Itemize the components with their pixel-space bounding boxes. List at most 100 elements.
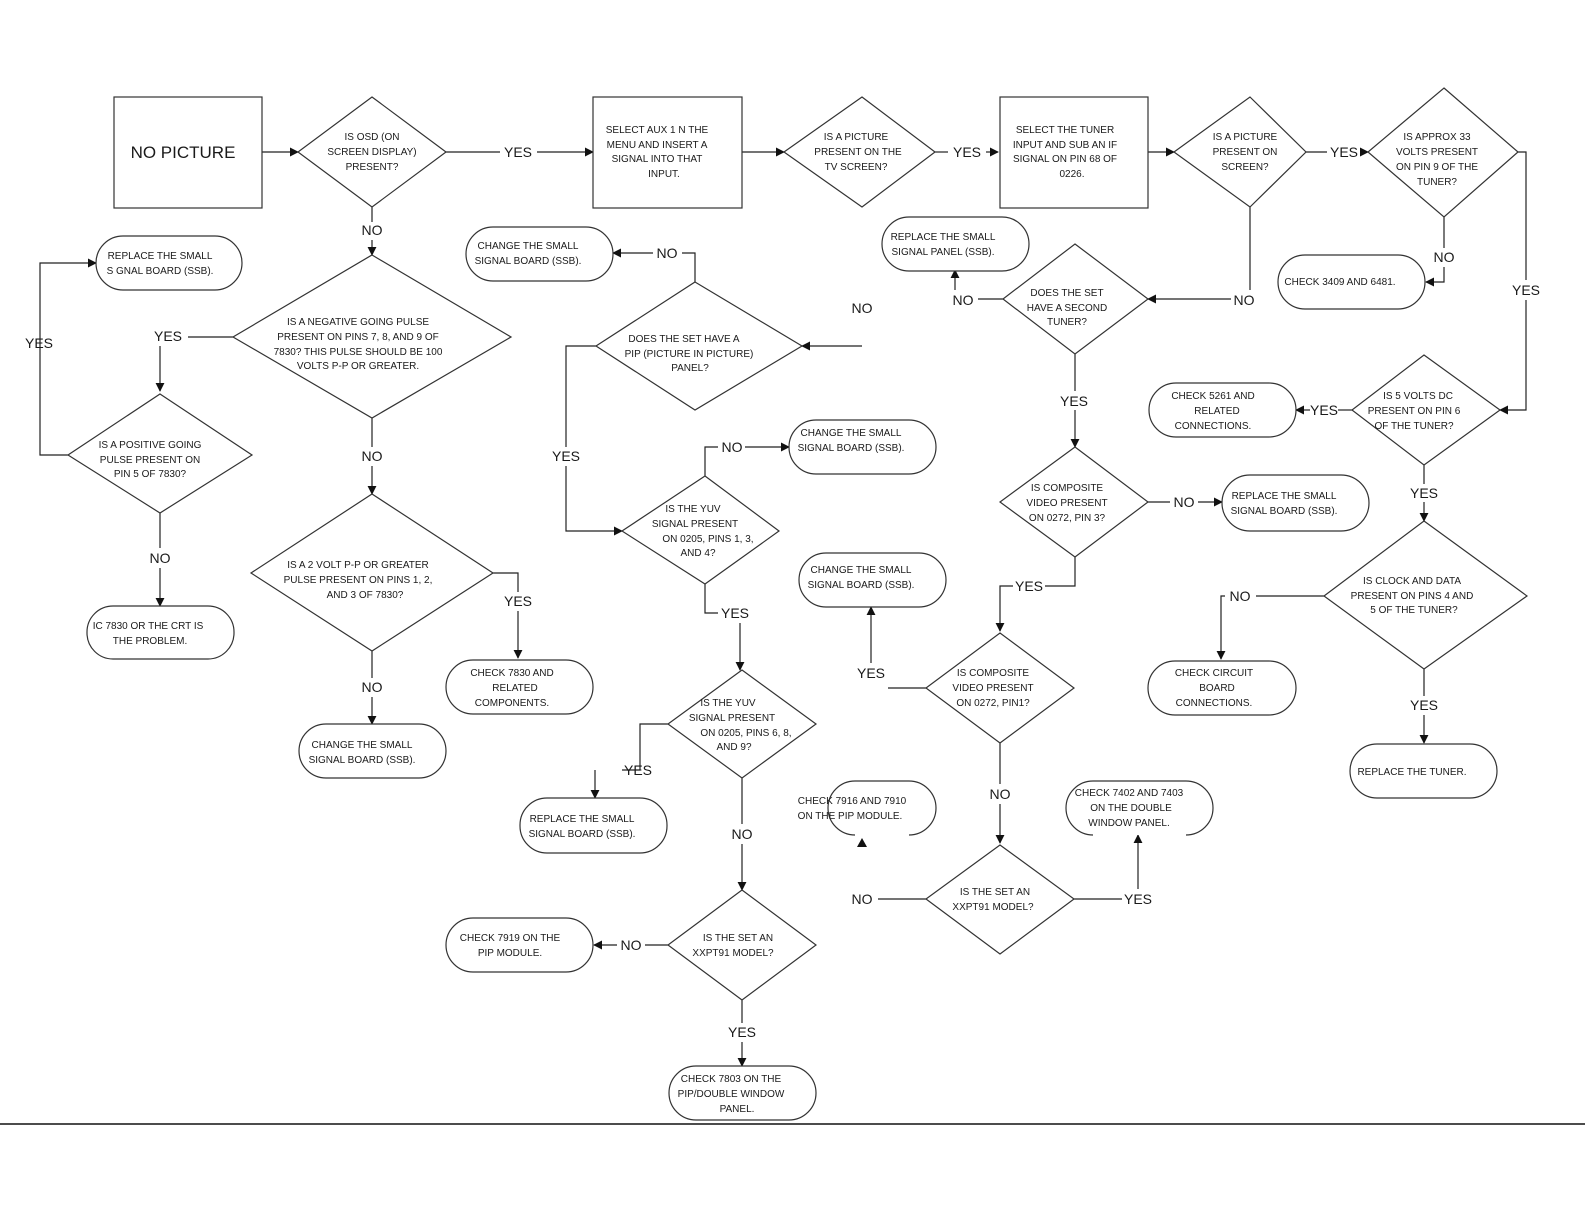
node-text-line: ON 0272, PIN 3? [1029, 513, 1106, 524]
label-xxpt1-no: NO [621, 937, 642, 953]
group: IS A 2 VOLT P-P OR GREATER PULSE PRESENT… [284, 560, 433, 601]
node-text-line: SELECT THE TUNER [1016, 125, 1114, 136]
node-text-line: WINDOW PANEL. [1088, 818, 1169, 829]
decision-diamond [666, 889, 818, 1001]
node-text-line: CONNECTIONS. [1175, 421, 1252, 432]
label-xxpt2-yes: YES [1124, 891, 1152, 907]
node-text-line: PRESENT ON PIN 6 [1368, 406, 1461, 417]
decision-diamond [1322, 520, 1529, 670]
node-text-line: SIGNAL BOARD (SSB). [798, 443, 905, 454]
node-text-line: 0226. [1059, 169, 1084, 180]
decision-yuv-2: IS THE YUV SIGNAL PRESENT ON 0205, PINS … [666, 669, 818, 779]
decision-diamond [782, 96, 936, 208]
group: CHANGE THE SMALL SIGNAL BOARD (SSB). [808, 565, 915, 591]
node-box [519, 797, 668, 854]
node-text-line: IS OSD (ON [344, 132, 399, 143]
node-text-line: REPLACE THE SMALL [108, 251, 213, 262]
label-xxpt1-yes: YES [728, 1024, 756, 1040]
node-text-line: PIN 5 OF 7830? [114, 469, 187, 480]
decision-xxpt91-1: IS THE SET AN XXPT91 MODEL? [666, 889, 818, 1001]
node-text-line: IS THE SET AN [960, 887, 1030, 898]
group: CHECK 7919 ON THE PIP MODULE. [460, 933, 561, 959]
node-text-line: VIDEO PRESENT [1026, 498, 1107, 509]
label-33v-no: NO [1434, 249, 1455, 265]
group: IS THE SET AN XXPT91 MODEL? [692, 933, 774, 959]
node-text-line: OF THE TUNER? [1374, 421, 1454, 432]
group: IS APPROX 33 VOLTS PRESENT ON PIN 9 OF T… [1396, 132, 1478, 188]
label-negpulse-no: NO [362, 448, 383, 464]
decision-diamond [231, 254, 513, 419]
node-text-line: COMPONENTS. [475, 698, 549, 709]
node-box [95, 235, 243, 291]
node-text-line: CHECK 7402 AND 7403 [1075, 788, 1184, 799]
decision-xxpt91-2: IS THE SET AN XXPT91 MODEL? [924, 844, 1076, 955]
node-text-line: PRESENT ON [1213, 147, 1278, 158]
group: SELECT THE TUNER INPUT AND SUB AN IF SIG… [1013, 125, 1117, 180]
group: IS THE YUV SIGNAL PRESENT ON 0205, PINS … [689, 698, 792, 753]
node-text-line: IC 7830 OR THE CRT IS [93, 621, 204, 632]
node-text-line: PANEL. [720, 1104, 755, 1115]
decision-33v: IS APPROX 33 VOLTS PRESENT ON PIN 9 OF T… [1367, 87, 1519, 218]
node-box [592, 96, 743, 209]
terminal-replace-tuner: REPLACE THE TUNER. [1349, 743, 1498, 799]
edge-labels: YES YES YES YES NO NO YES YES NO NO YES … [25, 144, 1540, 1040]
edge-comp3-yes-to-comp1 [995, 585, 1013, 632]
node-text-line: MENU AND INSERT A [607, 140, 708, 151]
label-5v-yes: YES [1410, 485, 1438, 501]
label-pip-no: NO [657, 245, 678, 261]
decision-yuv-1: IS THE YUV SIGNAL PRESENT ON 0205, PINS … [620, 475, 781, 585]
node-box [1349, 743, 1498, 799]
group: IS THE SET AN XXPT91 MODEL? [952, 887, 1034, 913]
decision-clock-data: IS CLOCK AND DATA PRESENT ON PINS 4 AND … [1322, 520, 1529, 670]
node-text-line: SIGNAL INTO THAT [612, 154, 703, 165]
node-text-line: TV SCREEN? [825, 162, 888, 173]
node-text-line: IS THE SET AN [703, 933, 773, 944]
node-text-line: INPUT. [648, 169, 680, 180]
label-yuv1-yes: YES [721, 605, 749, 621]
node-box [881, 216, 1030, 272]
decision-diamond [1367, 87, 1519, 218]
group: CHECK 7803 ON THE PIP/DOUBLE WINDOW PANE… [678, 1074, 785, 1115]
decision-picture-tv: IS A PICTURE PRESENT ON THE TV SCREEN? [782, 96, 936, 208]
label-pic1-yes: YES [953, 144, 981, 160]
group: CHANGE THE SMALL SIGNAL BOARD (SSB). [309, 740, 416, 766]
label-osd-yes: YES [504, 144, 532, 160]
node-text-line: CHECK 7803 ON THE [681, 1074, 782, 1085]
decision-diamond [620, 475, 781, 585]
node-text-line: AND 9? [716, 742, 751, 753]
edge-yuv1-yes [704, 584, 718, 614]
decision-diamond [924, 844, 1076, 955]
group: REPLACE THE SMALL SIGNAL PANEL (SSB). [891, 232, 996, 258]
node-text-line: XXPT91 MODEL? [692, 948, 774, 959]
node-text-line: XXPT91 MODEL? [952, 902, 1034, 913]
node-text-line: SCREEN DISPLAY) [327, 147, 416, 158]
decision-picture-screen: IS A PICTURE PRESENT ON SCREEN? [1172, 96, 1307, 208]
decision-osd-text: IS OSD (ON SCREEN DISPLAY) PRESENT? [327, 132, 416, 173]
node-text-line: IS THE YUV [665, 504, 721, 515]
edge-33v-yes [1518, 151, 1527, 280]
terminal-change-ssb-2: CHANGE THE SMALL SIGNAL BOARD (SSB). [298, 723, 447, 779]
process-aux: SELECT AUX 1 N THE MENU AND INSERT A SIG… [592, 96, 743, 209]
node-text-line: REPLACE THE TUNER. [1357, 767, 1466, 778]
node-text-line: SCREEN? [1221, 162, 1269, 173]
label-2volt-no: NO [362, 679, 383, 695]
node-text-line: SIGNAL BOARD (SSB). [808, 580, 915, 591]
node-text-line: IS A PICTURE [824, 132, 889, 143]
node-text-line: AND 3 OF 7830? [327, 590, 404, 601]
node-text-line: SIGNAL BOARD (SSB). [309, 755, 416, 766]
group: IC 7830 OR THE CRT IS THE PROBLEM. [93, 621, 204, 647]
process-tuner: SELECT THE TUNER INPUT AND SUB AN IF SIG… [999, 96, 1149, 209]
node-box [668, 1065, 817, 1121]
label-2tuner-yes: YES [1060, 393, 1088, 409]
edge-clock-no-to-circuit [1216, 595, 1226, 660]
label-pospulse-no: NO [150, 550, 171, 566]
group: IS A PICTURE PRESENT ON THE TV SCREEN? [814, 132, 902, 173]
group: DOES THE SET HAVE A PIP (PICTURE IN PICT… [625, 334, 754, 374]
label-comp1-yes: YES [857, 665, 885, 681]
decision-pip: DOES THE SET HAVE A PIP (PICTURE IN PICT… [594, 281, 804, 411]
group: CHECK 7830 AND RELATED COMPONENTS. [470, 668, 553, 709]
node-text-line: ON 0272, PIN1? [956, 698, 1030, 709]
nodes: NO PICTURE IS OSD (ON SCREEN DISPLAY) PR… [66, 87, 1529, 1121]
group: REPLACE THE SMALL SIGNAL BOARD (SSB). [529, 814, 636, 840]
